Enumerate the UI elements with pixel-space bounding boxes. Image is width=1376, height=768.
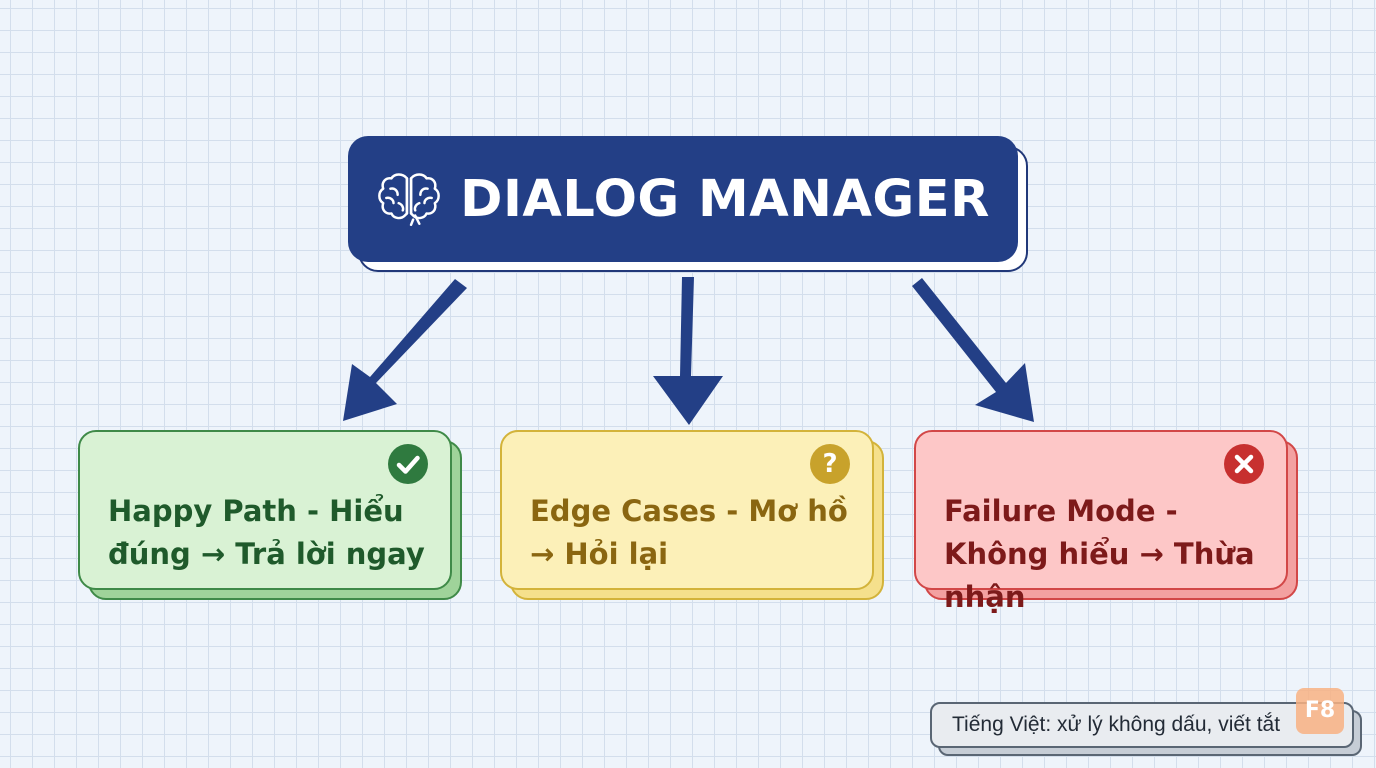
brain-icon [378,173,440,227]
arrow-left [343,279,467,421]
edge-cases-card: ? Edge Cases - Mơ hồ → Hỏi lại [500,430,874,590]
failure-mode-card: Failure Mode - Không hiểu → Thừa nhận [914,430,1288,614]
happy-path-card: Happy Path - Hiểu đúng → Trả lời ngay [78,430,452,590]
happy-path-text: Happy Path - Hiểu đúng → Trả lời ngay [108,494,425,571]
x-icon [1234,454,1254,474]
footnote-box: Tiếng Việt: xử lý không dấu, viết tắt [930,702,1354,748]
arrow-right [912,278,1034,422]
header-title: DIALOG MANAGER [460,169,990,229]
dialog-manager-node: DIALOG MANAGER [348,136,1018,262]
edge-cases-text: Edge Cases - Mơ hồ → Hỏi lại [530,494,848,571]
x-badge [1224,444,1264,484]
footnote-text: Tiếng Việt: xử lý không dấu, viết tắt [952,713,1281,736]
logo-text: F8 [1304,698,1336,723]
question-badge: ? [810,444,850,484]
check-icon [396,455,420,474]
f8-logo: F8 [1296,688,1344,734]
question-icon: ? [822,449,838,479]
failure-mode-text: Failure Mode - Không hiểu → Thừa nhận [944,494,1255,614]
arrow-center [653,277,723,425]
check-badge [388,444,428,484]
